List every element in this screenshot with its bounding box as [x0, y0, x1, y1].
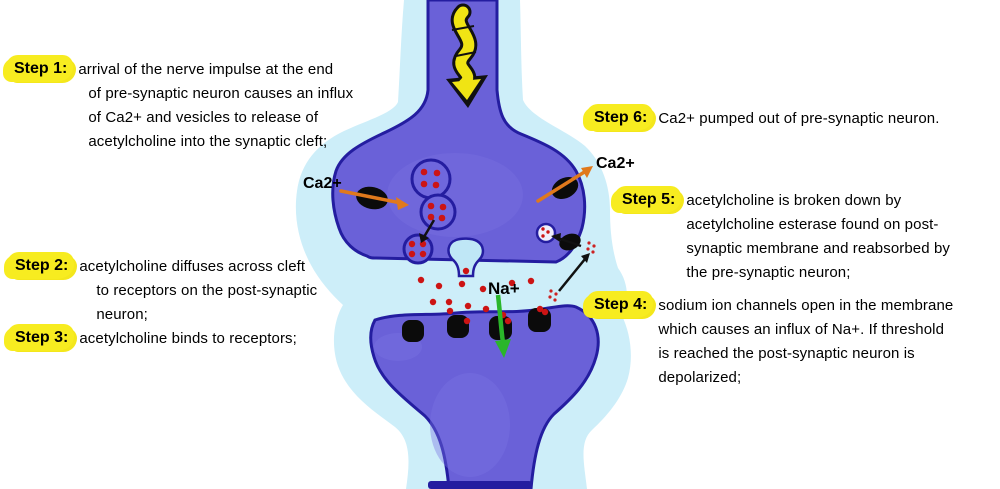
step-1-annotation: Step 1: arrival of the nerve impulse at …	[6, 57, 353, 154]
calcium-label-right: Ca2+	[596, 155, 635, 172]
membrane-base	[428, 481, 532, 489]
post-synaptic-neuron	[369, 304, 600, 489]
step-6-text: Ca2+ pumped out of pre-synaptic neuron.	[658, 110, 940, 127]
nerve-impulse-arrow	[446, 3, 488, 108]
sodium-influx-arrow	[495, 294, 511, 358]
step-1-text: arrival of the nerve impulse at the end …	[78, 61, 354, 150]
sodium-label: Na+	[488, 279, 520, 298]
step-3-text: acetylcholine binds to receptors;	[79, 330, 297, 347]
step-3-label: Step 3:	[7, 326, 75, 350]
synaptic-vesicle-2	[419, 193, 457, 231]
reuptake-arrow	[551, 233, 582, 248]
receptor-2	[447, 315, 469, 338]
step-4-text: sodium ion channels open in the membrane…	[658, 297, 954, 386]
calcium-arrow-left	[339, 189, 409, 210]
synaptic-vesicle-fusing	[402, 233, 434, 265]
terminal-highlight	[387, 153, 523, 237]
step-5-text: acetylcholine is broken down by acetylch…	[686, 192, 950, 281]
step-2-annotation: Step 2: acetylcholine diffuses across cl…	[7, 254, 317, 327]
broken-acetylcholine-cluster-bottom	[548, 289, 558, 302]
step-6-label: Step 6:	[586, 106, 654, 130]
calcium-label-left: Ca2+	[303, 175, 342, 192]
step-3-annotation: Step 3: acetylcholine binds to receptors…	[7, 326, 297, 351]
reuptake-vesicle	[535, 222, 557, 244]
step-4-annotation: Step 4: sodium ion channels open in the …	[586, 293, 953, 390]
step-6-annotation: Step 6: Ca2+ pumped out of pre-synaptic …	[586, 106, 940, 131]
step-4-label: Step 4:	[586, 293, 654, 317]
broken-acetylcholine-cluster-top	[586, 241, 596, 254]
fusion-pore	[447, 237, 485, 278]
diffusion-arrow	[558, 253, 590, 292]
step-2-text: acetylcholine diffuses across cleft to r…	[79, 258, 318, 323]
vesicle-movement-arrow	[422, 219, 436, 238]
step-5-label: Step 5:	[614, 188, 682, 212]
vesicle-movement-arrowhead	[419, 233, 429, 243]
step-2-label: Step 2:	[7, 254, 75, 278]
step-1-label: Step 1:	[6, 57, 74, 81]
step-5-annotation: Step 5: acetylcholine is broken down by …	[614, 188, 950, 285]
dendrite-highlight	[430, 373, 510, 477]
pre-synaptic-neuron	[331, 0, 587, 264]
receptor-1	[402, 320, 424, 342]
calcium-channel-right	[551, 176, 579, 200]
calcium-arrow-right	[536, 166, 593, 203]
synaptic-vesicle-1	[410, 158, 452, 200]
